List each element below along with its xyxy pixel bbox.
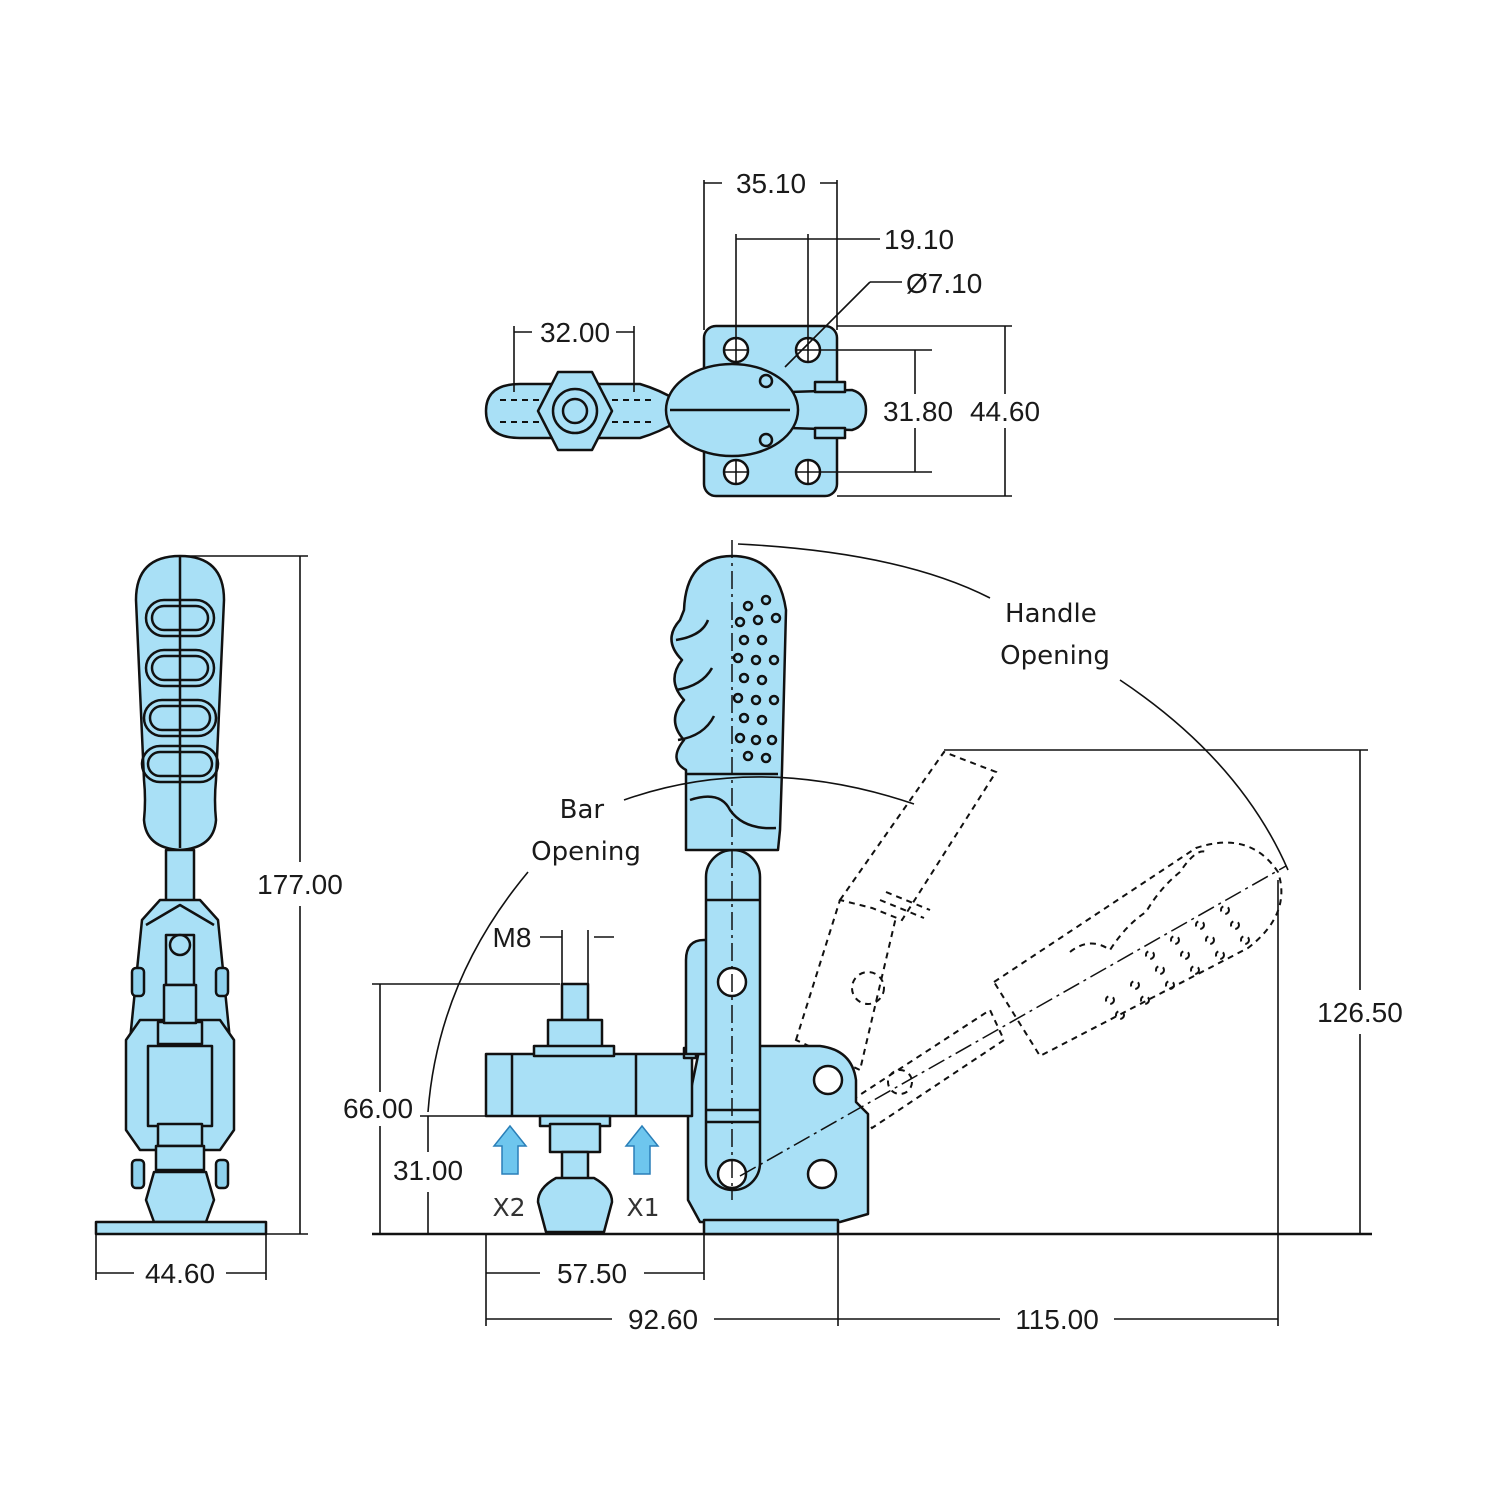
spindle-pad [536,1176,614,1234]
front-clamp-arm [484,1052,694,1118]
dim-57-50: 57.50 [557,1258,627,1289]
dim-35-10: 35.10 [736,168,806,199]
dim-177-00: 177.00 [257,869,343,900]
side-base [94,1220,268,1236]
force-arrow-x1 [624,1124,660,1175]
side-view: 177.00 44.60 [94,554,343,1289]
dim-hole-diameter: Ø7.10 [906,268,982,299]
dim-126-50: 126.50 [1317,997,1403,1028]
dim-32-00: 32.00 [540,317,610,348]
dim-19-10: 19.10 [884,224,954,255]
dim-31-00: 31.00 [393,1155,463,1186]
phantom-bar-open [794,750,998,1072]
force-arrow-x2 [492,1124,528,1175]
dim-66-00: 66.00 [343,1093,413,1124]
dim-92-60: 92.60 [628,1304,698,1335]
label-x2: X2 [492,1193,525,1222]
dim-115-00: 115.00 [1015,1304,1099,1335]
dim-31-80: 31.80 [883,396,953,427]
front-grip-dots [732,594,782,764]
dim-44-60-base: 44.60 [145,1258,215,1289]
mounting-holes [722,336,822,486]
phantom-grip-dots [1105,905,1250,1020]
label-thread-m8: M8 [493,922,532,953]
side-grip-ovals [140,598,220,784]
front-view: X2 X1 Handle Opening Bar Opening M8 66.0… [343,540,1403,1335]
dim-44-60-top: 44.60 [970,396,1040,427]
label-x1: X1 [626,1193,659,1222]
top-view: 35.10 19.10 Ø7.10 32.00 31.80 44.60 [484,168,1040,498]
label-bar-opening: Bar Opening [531,795,641,867]
label-handle-opening: Handle Opening [1000,599,1110,671]
